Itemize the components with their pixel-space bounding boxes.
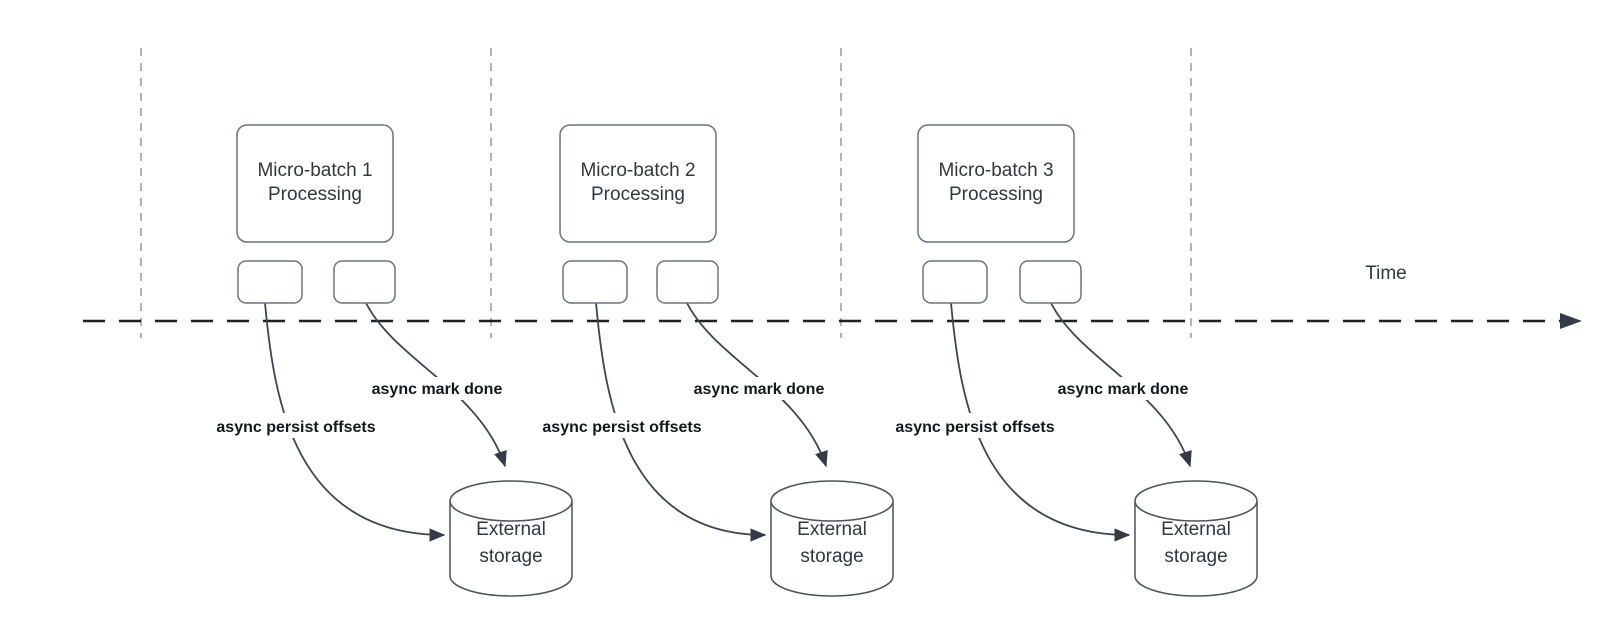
persist-offsets-arrow xyxy=(950,302,1131,542)
processing-box xyxy=(559,124,717,243)
cylinder-top xyxy=(770,480,894,522)
persist-offsets-arrow xyxy=(264,302,446,542)
microbatch-group-3: Micro-batch 3 Processing async persist o… xyxy=(880,124,1258,597)
persist-task-box xyxy=(562,260,628,304)
storage-label-line1: External xyxy=(1161,519,1231,540)
processing-box-title-line2: Processing xyxy=(949,184,1043,205)
done-label-bg xyxy=(1048,377,1198,400)
persist-label-bg xyxy=(880,413,1070,438)
external-storage-cylinder: External storage xyxy=(449,480,573,597)
processing-box xyxy=(917,124,1075,243)
cylinder-body xyxy=(770,501,894,597)
persist-offsets-label: async persist offsets xyxy=(216,419,375,436)
processing-box-title-line1: Micro-batch 1 xyxy=(257,160,372,181)
mark-done-label: async mark done xyxy=(694,381,825,398)
processing-box-title-line1: Micro-batch 3 xyxy=(938,160,1053,181)
processing-box-title-line2: Processing xyxy=(591,184,685,205)
persist-offsets-label: async persist offsets xyxy=(542,419,701,436)
persist-label-bg xyxy=(201,413,391,438)
processing-box-title-line1: Micro-batch 2 xyxy=(580,160,695,181)
done-label-bg xyxy=(362,377,512,400)
mark-done-label: async mark done xyxy=(1058,381,1189,398)
persist-task-box xyxy=(237,260,303,304)
processing-box xyxy=(236,124,394,243)
mark-done-task-box xyxy=(333,260,396,304)
persist-label-bg xyxy=(527,413,717,438)
persist-offsets-label: async persist offsets xyxy=(895,419,1054,436)
time-axis-arrowhead-icon xyxy=(1560,313,1582,329)
storage-label-line2: storage xyxy=(479,546,542,567)
mark-done-task-box xyxy=(1019,260,1082,304)
microbatch-group-2: Micro-batch 2 Processing async persist o… xyxy=(527,124,894,597)
cylinder-body xyxy=(449,501,573,597)
done-label-bg xyxy=(684,377,834,400)
mark-done-task-box xyxy=(656,260,719,304)
external-storage-cylinder: External storage xyxy=(770,480,894,597)
cylinder-top xyxy=(449,480,573,522)
storage-label-line2: storage xyxy=(800,546,863,567)
mark-done-label: async mark done xyxy=(372,381,503,398)
time-axis-label: Time xyxy=(1365,263,1407,284)
storage-label-line1: External xyxy=(476,519,546,540)
storage-label-line1: External xyxy=(797,519,867,540)
storage-label-line2: storage xyxy=(1164,546,1227,567)
persist-task-box xyxy=(922,260,988,304)
cylinder-top xyxy=(1134,480,1258,522)
microbatch-group-1: Micro-batch 1 Processing async persist o… xyxy=(201,124,573,597)
persist-offsets-arrow xyxy=(595,302,767,542)
processing-box-title-line2: Processing xyxy=(268,184,362,205)
external-storage-cylinder: External storage xyxy=(1134,480,1258,597)
cylinder-body xyxy=(1134,501,1258,597)
